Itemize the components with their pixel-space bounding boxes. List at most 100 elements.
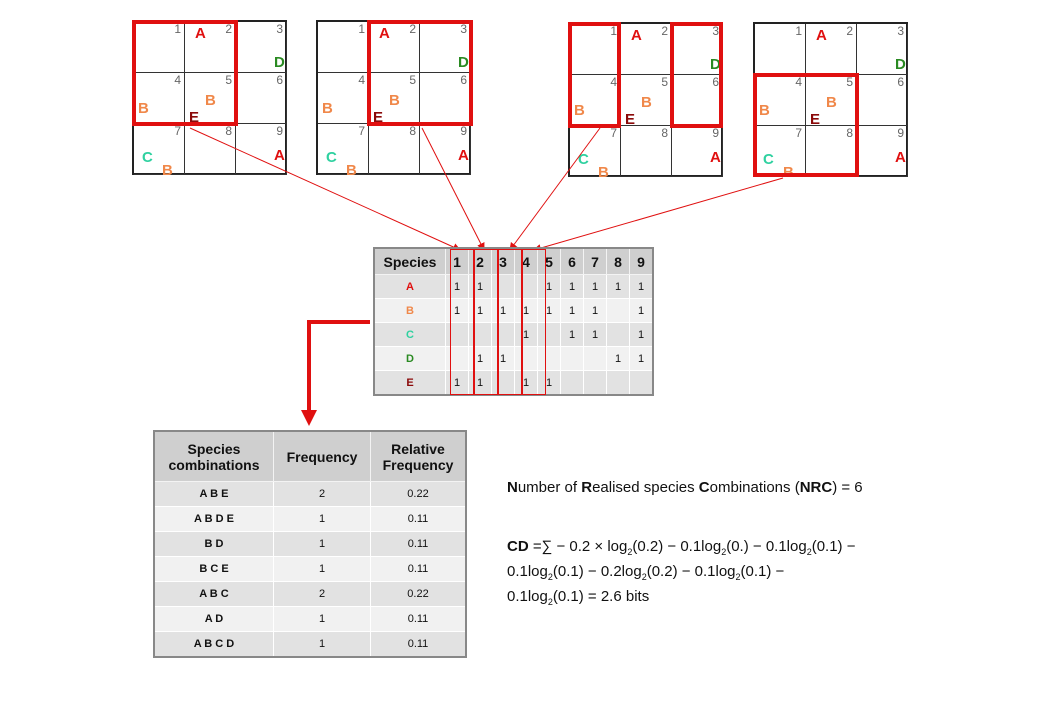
cell-number: 7 xyxy=(358,124,365,138)
log-base: 2 xyxy=(627,547,633,557)
frequency-value: 1 xyxy=(273,531,371,557)
species-label-d: D xyxy=(458,54,469,71)
column-1-highlight xyxy=(450,249,474,395)
species-label-c: C xyxy=(142,149,153,166)
cell-number: 5 xyxy=(846,75,853,89)
presence-cell: 1 xyxy=(514,298,538,323)
species-label-a: A xyxy=(458,147,469,164)
log-base: 2 xyxy=(641,572,647,582)
relative-frequency-value: 0.11 xyxy=(370,606,467,632)
cell-number: 2 xyxy=(661,24,668,38)
relative-frequency-value: 0.11 xyxy=(370,556,467,582)
grid-cell: 4 xyxy=(755,75,806,126)
presence-cell: 1 xyxy=(537,298,561,323)
cd-term: 0.1log xyxy=(507,563,548,580)
presence-cell xyxy=(560,370,584,396)
frequency-value: 1 xyxy=(273,606,371,632)
species-name: D xyxy=(373,346,446,371)
species-label-b: B xyxy=(759,102,770,119)
cell-number: 9 xyxy=(460,124,467,138)
species-label-b: B xyxy=(205,92,216,109)
cd-term: (0.1) − 0.2log xyxy=(552,563,642,580)
sigma-symbol: ∑ xyxy=(541,538,553,555)
grid-cell: 8 xyxy=(185,124,236,175)
cell-number: 6 xyxy=(460,73,467,87)
cell-number: 5 xyxy=(409,73,416,87)
cell-number: 4 xyxy=(795,75,802,89)
site-column-header: 3 xyxy=(491,247,515,275)
presence-cell: 1 xyxy=(583,298,607,323)
cd-term: (0.2) − 0.1log xyxy=(632,538,722,555)
presence-cell: 1 xyxy=(606,274,630,299)
presence-cell xyxy=(445,346,469,371)
cd-term: (0.2) − 0.1log xyxy=(646,563,736,580)
cell-number: 3 xyxy=(712,24,719,38)
presence-cell: 1 xyxy=(583,274,607,299)
grid-cell: 6 xyxy=(236,73,287,124)
site-column-header: 1 xyxy=(445,247,469,275)
grid-cell: 6 xyxy=(857,75,908,126)
plot-highlight xyxy=(670,22,723,128)
cell-number: 1 xyxy=(358,22,365,36)
log-base: 2 xyxy=(806,547,812,557)
cell-number: 3 xyxy=(897,24,904,38)
species-label-c: C xyxy=(326,149,337,166)
combinations-header-row: Species combinations Frequency Relative … xyxy=(153,430,467,482)
cell-number: 2 xyxy=(225,22,232,36)
species-label-a: A xyxy=(631,27,642,44)
species-label-b: B xyxy=(389,92,400,109)
species-label-e: E xyxy=(373,109,384,126)
species-name: A xyxy=(373,274,446,299)
presence-cell xyxy=(606,322,630,347)
species-label-d: D xyxy=(895,56,906,73)
species-label-a: A xyxy=(895,149,906,166)
cell-number: 9 xyxy=(897,126,904,140)
grid-cell: 3 xyxy=(236,22,287,73)
column-4-highlight xyxy=(522,249,546,395)
relative-frequency-value: 0.11 xyxy=(370,506,467,532)
grid-cell: 3 xyxy=(857,24,908,75)
cd-term: (0.1) − xyxy=(811,538,856,555)
presence-cell: 1 xyxy=(606,346,630,371)
header-line-2: Frequency xyxy=(382,456,454,473)
cell-number: 4 xyxy=(358,73,365,87)
presence-cell xyxy=(606,370,630,396)
grid-cell: 8 xyxy=(369,124,420,175)
species-label-e: E xyxy=(625,111,636,128)
cell-number: 4 xyxy=(174,73,181,87)
arrow-grid3-to-col3 xyxy=(509,127,601,251)
presence-cell xyxy=(514,274,538,299)
presence-cell: 1 xyxy=(583,322,607,347)
species-label-c: C xyxy=(578,151,589,168)
species-combinations-header: Species combinations xyxy=(153,430,274,482)
grid-cell: 7 xyxy=(134,124,185,175)
cd-term: 0.1log xyxy=(507,588,548,605)
arrow-table-to-combinations xyxy=(301,320,370,426)
species-label-d: D xyxy=(274,54,285,71)
nrc-text: ealised species xyxy=(592,479,699,496)
cell-number: 8 xyxy=(225,124,232,138)
log-base: 2 xyxy=(547,572,553,582)
species-label-a: A xyxy=(379,25,390,42)
nrc-value: ) = 6 xyxy=(832,479,863,496)
species-label-b: B xyxy=(138,100,149,117)
species-label-b: B xyxy=(598,164,609,181)
presence-cell: 1 xyxy=(560,274,584,299)
species-name: B xyxy=(373,298,446,323)
presence-cell xyxy=(629,370,654,396)
cell-number: 9 xyxy=(276,124,283,138)
grid-cell: 9 xyxy=(857,126,908,177)
species-combinations-table: Species combinations Frequency Relative … xyxy=(153,430,467,658)
frequency-value: 1 xyxy=(273,631,371,658)
